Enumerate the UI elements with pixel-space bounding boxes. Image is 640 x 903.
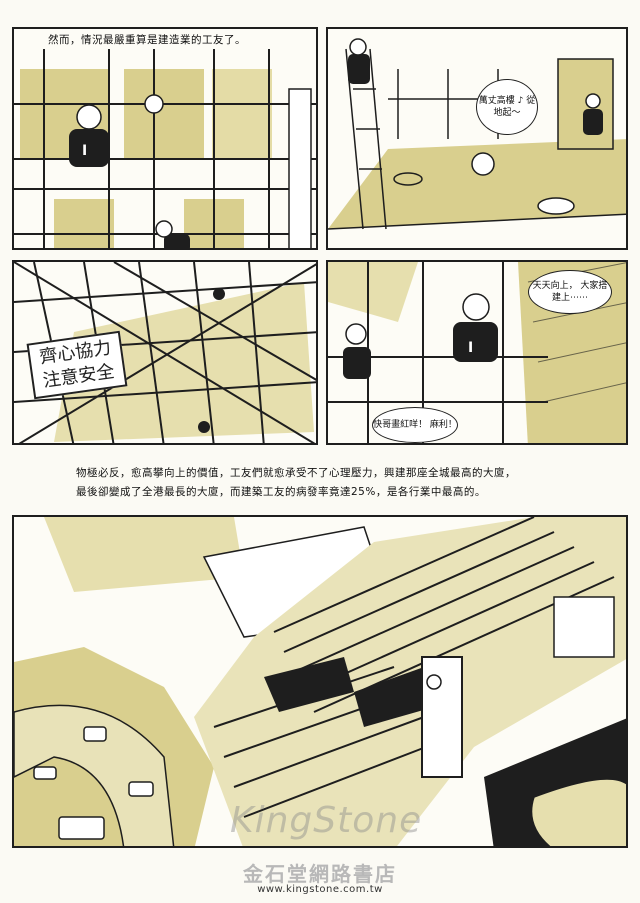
panel-1-caption: 然而，情況最嚴重算是建造業的工友了。 xyxy=(48,34,246,46)
bookstore-url[interactable]: www.kingstone.com.tw xyxy=(257,884,383,895)
panel-3-illustration xyxy=(14,262,316,443)
panel-5-city-aerial-view xyxy=(12,515,628,848)
svg-text:I: I xyxy=(468,340,473,356)
panel-2-interior-workers: 萬丈高樓 ♪ 從地起～ xyxy=(326,27,628,250)
panel-3-scaffold-banner: 齊心協力 注意安全 xyxy=(12,260,318,445)
panel-5-illustration xyxy=(14,517,626,846)
narration-line-2: 最後卻變成了全港最長的大廈，而建築工友的病發率竟達25%，是各行業中最高的。 xyxy=(76,486,486,498)
panel-4-climbing-workers: I 天天向上， 大家搭建上⋯⋯ 快哥畫紅咩！ 麻利！ xyxy=(326,260,628,445)
kingstone-watermark: KingStone xyxy=(230,800,423,841)
panel-1-illustration: I xyxy=(14,29,316,248)
panel-4-speech-bubble-top: 天天向上， 大家搭建上⋯⋯ xyxy=(528,270,612,314)
panel-4-speech-bubble-bottom: 快哥畫紅咩！ 麻利！ xyxy=(372,407,458,443)
panel-2-speech-bubble: 萬丈高樓 ♪ 從地起～ xyxy=(476,79,538,135)
panel-2-illustration xyxy=(328,29,626,248)
panel-1-scaffold-facade: I 然而，情況最嚴重算是建造業的工友了。 xyxy=(12,27,318,250)
svg-text:I: I xyxy=(82,143,87,159)
bookstore-name: 金石堂網路書店 xyxy=(243,862,397,886)
narration-line-1: 物極必反，愈高攀向上的價值，工友們就愈承受不了心理壓力，興建那座全城最高的大廈， xyxy=(76,467,516,479)
